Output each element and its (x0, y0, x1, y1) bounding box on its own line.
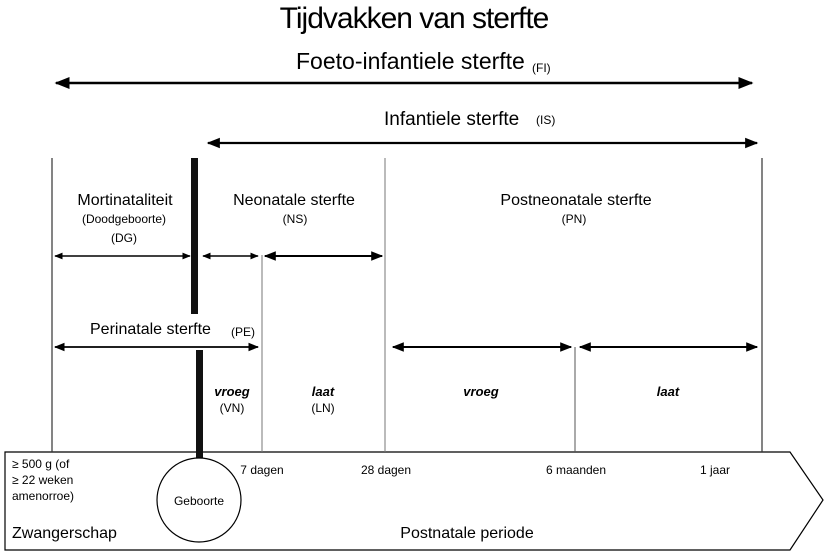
postneonatale-abbr: (PN) (561, 212, 587, 226)
perinatale-abbr: (PE) (231, 325, 255, 339)
laat-neonatal-label: laat (311, 384, 335, 399)
birth-bar-bottom (196, 350, 203, 463)
fi-label: Foeto-infantiele sterfte (296, 48, 525, 74)
fi-abbr: (FI) (532, 61, 551, 75)
birth-bar-top (191, 158, 198, 314)
threshold-line2: ≥ 22 weken (12, 473, 74, 487)
neonatale-abbr: (NS) (282, 212, 308, 226)
mortinataliteit-abbr: (DG) (111, 231, 137, 245)
tick-1-year: 1 jaar (699, 463, 731, 477)
birth-label: Geboorte (173, 494, 225, 508)
zwangerschap-label: Zwangerschap (12, 525, 117, 542)
mortinataliteit-label: Mortinataliteit (77, 192, 173, 209)
laat-neonatal-abbr: (LN) (311, 401, 335, 415)
threshold-line3: amenorroe) (12, 489, 75, 503)
postnatale-label: Postnatale periode (400, 525, 534, 542)
neonatale-label: Neonatale sterfte (233, 192, 355, 209)
tick-7-days: 7 dagen (240, 463, 284, 477)
mortinataliteit-sub: (Doodgeboorte) (81, 212, 167, 226)
is-label: Infantiele sterfte (384, 109, 520, 130)
perinatale-label: Perinatale sterfte (90, 321, 211, 338)
is-abbr: (IS) (536, 113, 556, 127)
threshold-line1: ≥ 500 g (of (12, 457, 70, 471)
vroeg-post-label: vroeg (463, 384, 499, 399)
page-title: Tijdvakken van sterfte (279, 2, 550, 35)
birth-circle (156, 457, 242, 543)
laat-post-label: laat (656, 384, 680, 399)
vroeg-neonatal-label: vroeg (214, 384, 250, 399)
tick-28-days: 28 dagen (360, 463, 412, 477)
vroeg-neonatal-abbr: (VN) (219, 401, 245, 415)
tick-6-months: 6 maanden (545, 463, 607, 477)
postneonatale-label: Postneonatale sterfte (500, 192, 652, 209)
